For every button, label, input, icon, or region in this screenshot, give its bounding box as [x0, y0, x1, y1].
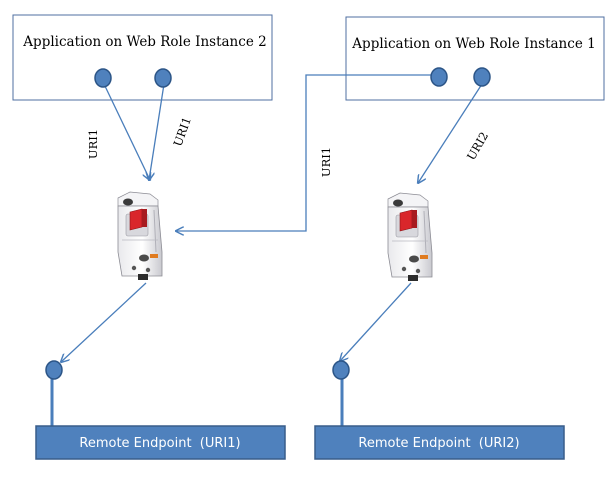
node-endpoint-uri1 [45, 360, 63, 380]
node-instance-2-b [154, 68, 172, 88]
node-endpoint-uri2 [332, 360, 350, 380]
node-instance-1-b [473, 67, 491, 87]
connector-right [418, 83, 483, 183]
connection-label-middle: URI1 [319, 147, 333, 177]
node-instance-1-a [430, 67, 448, 87]
connector-breaker-right [340, 282, 412, 361]
circuit-breaker-icon [117, 191, 163, 281]
connector-breaker-left [61, 282, 147, 362]
app-box-instance-2-label: Application on Web Role Instance 2 [22, 34, 266, 50]
node-instance-2-a [94, 68, 112, 88]
app-box-instance-1-label: Application on Web Role Instance 1 [351, 36, 595, 52]
connection-label-right: URI2 [464, 129, 491, 162]
connection-label-left-a: URI1 [86, 129, 100, 159]
circuit-breaker-icon [387, 192, 433, 282]
app-box-instance-2: Application on Web Role Instance 2 [12, 14, 273, 101]
connector-middle [176, 74, 431, 231]
remote-endpoint-uri2: Remote Endpoint (URI2) [314, 425, 565, 460]
connector-left-a [103, 83, 150, 180]
remote-endpoint-uri2-label: Remote Endpoint (URI2) [358, 436, 519, 451]
remote-endpoint-uri1-label: Remote Endpoint (URI1) [79, 436, 240, 451]
app-box-instance-1: Application on Web Role Instance 1 [345, 16, 605, 101]
remote-endpoint-uri1: Remote Endpoint (URI1) [35, 425, 286, 460]
connection-label-left-b: URI1 [170, 115, 193, 148]
connector-left-b [149, 83, 165, 180]
